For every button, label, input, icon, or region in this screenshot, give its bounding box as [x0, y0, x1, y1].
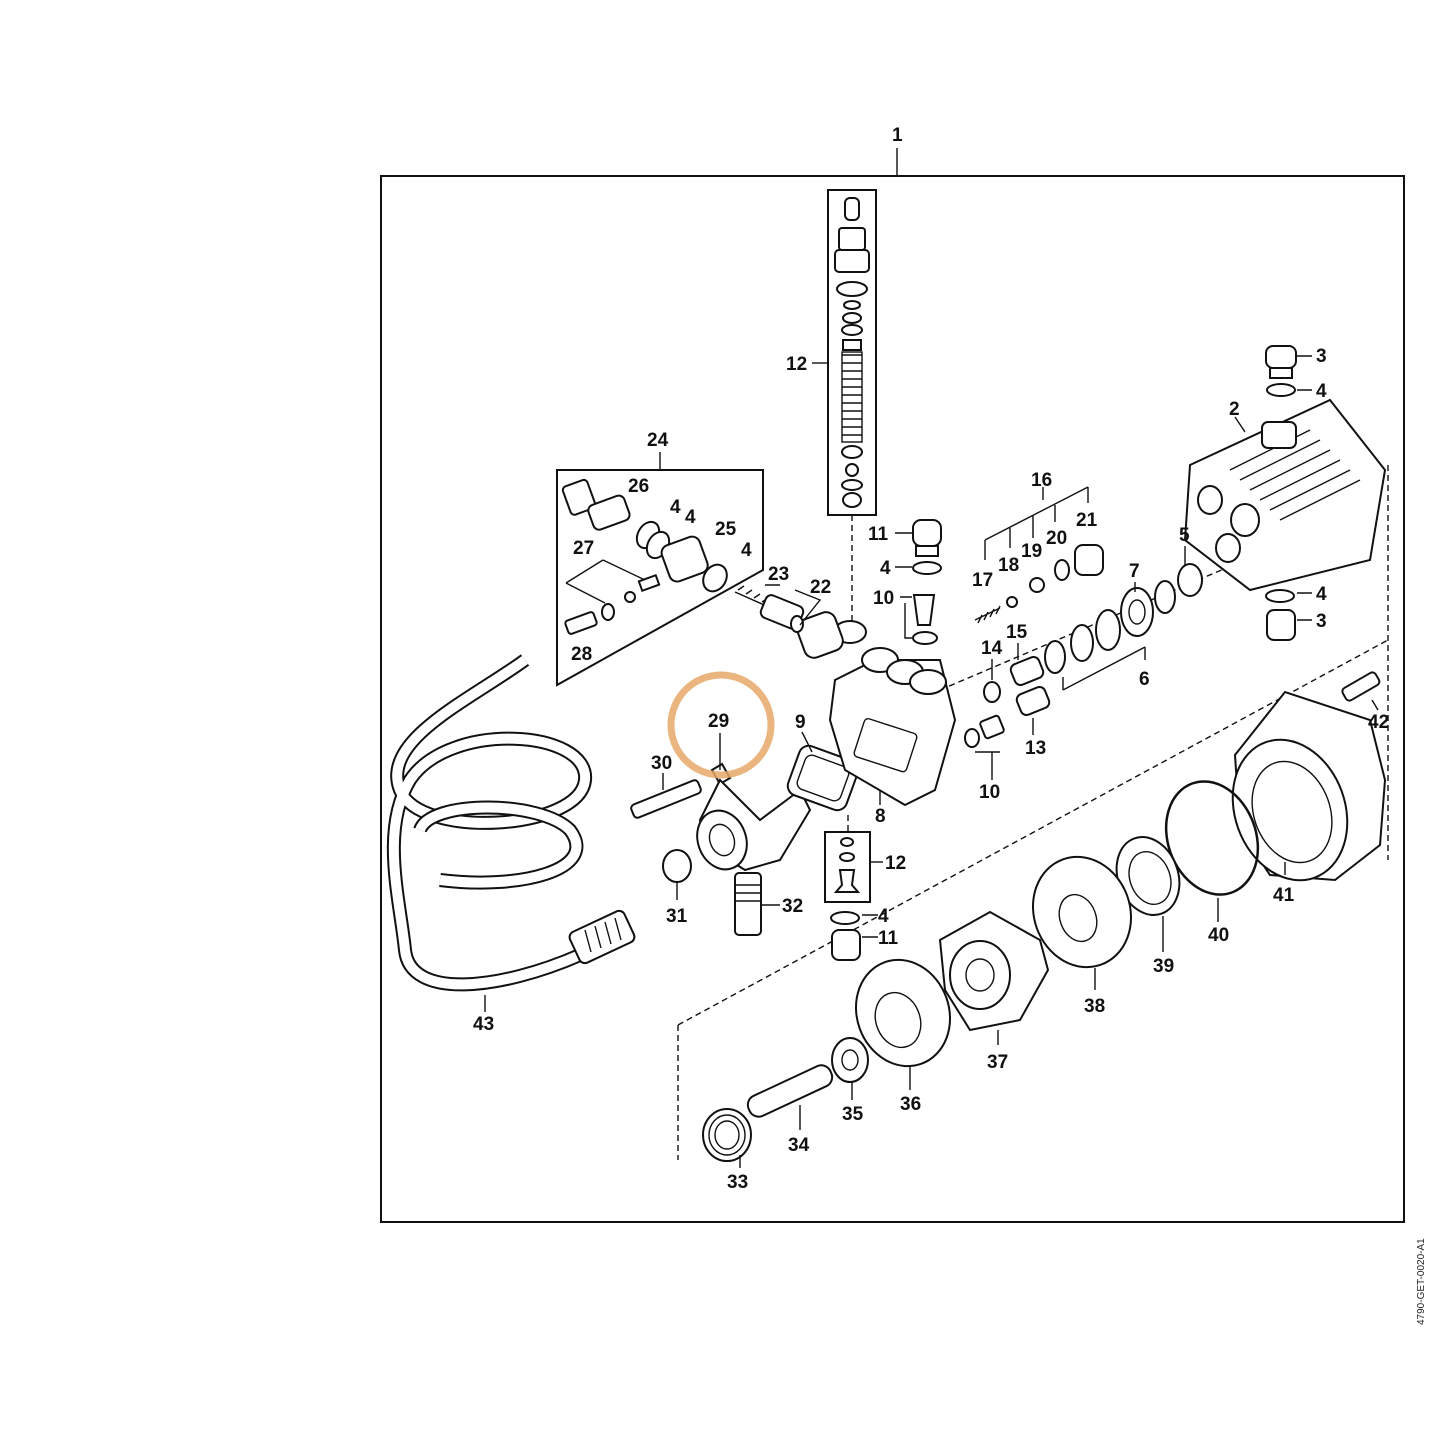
leaders-6: [1062, 646, 1146, 691]
label-35: 35: [842, 1104, 864, 1125]
spring-33: [702, 1108, 752, 1162]
plugs-3: [1265, 345, 1297, 641]
label-17: 17: [972, 570, 993, 591]
label-7: 7: [1129, 561, 1140, 582]
label-11-top: 11: [868, 524, 889, 545]
label-4-bottom-right: 4: [1316, 584, 1327, 605]
wobble-plate-37: [938, 910, 1050, 1032]
valve-12-bottom-parts: [830, 837, 861, 961]
callout-labels: 1 2 3 3 4 4 4 4 4 4 4 5 6 7 8 9 10 10 11…: [473, 125, 1389, 1193]
parts-13-15: [964, 655, 1051, 748]
seals-6: [1044, 580, 1176, 674]
label-4-group24-c: 4: [741, 540, 752, 561]
label-41: 41: [1273, 885, 1295, 906]
label-15: 15: [1006, 622, 1028, 643]
label-10-lower: 10: [979, 782, 1000, 803]
leader-10-lower: [975, 751, 1000, 780]
label-13: 13: [1025, 738, 1046, 759]
label-5: 5: [1179, 525, 1190, 546]
parts-29-32: [630, 762, 812, 936]
label-23: 23: [768, 564, 789, 585]
assembly-frame: [380, 175, 1405, 1223]
label-3-bottom: 3: [1316, 611, 1327, 632]
label-40: 40: [1208, 925, 1229, 946]
parts-24: [561, 478, 728, 635]
group-box-12-bottom: [824, 831, 871, 903]
seal-5: [1177, 563, 1203, 597]
leader-42: [1371, 699, 1379, 711]
label-38: 38: [1084, 996, 1105, 1017]
label-26: 26: [628, 476, 649, 497]
bearing-36: [854, 958, 952, 1068]
label-2: 2: [1229, 399, 1240, 420]
label-4-bottom: 4: [878, 906, 889, 927]
label-1: 1: [892, 125, 903, 146]
label-30: 30: [651, 753, 672, 774]
label-14: 14: [981, 638, 1003, 659]
label-42: 42: [1368, 712, 1389, 733]
leader-9: [801, 731, 813, 753]
label-16: 16: [1031, 470, 1052, 491]
pin-34: [746, 1064, 834, 1118]
plug-11-top: [912, 519, 942, 575]
label-6: 6: [1139, 669, 1150, 690]
label-9: 9: [795, 712, 806, 733]
washer-35: [831, 1037, 869, 1083]
manifold-8: [796, 611, 957, 807]
leaders-27: [565, 559, 646, 604]
label-4-group24-a: 4: [670, 497, 681, 518]
dashed-axis-pump: [939, 559, 1246, 691]
hose-43: [386, 654, 636, 992]
label-24: 24: [647, 430, 669, 451]
leaders-4-11-bottom: [862, 914, 878, 938]
label-36: 36: [900, 1094, 921, 1115]
label-37: 37: [987, 1052, 1008, 1073]
label-11-bottom: 11: [878, 928, 899, 949]
label-31: 31: [666, 906, 688, 927]
label-33: 33: [727, 1172, 748, 1193]
disc-38: [1031, 855, 1133, 969]
label-21: 21: [1076, 510, 1098, 531]
label-12-bottom: 12: [885, 853, 906, 874]
leader-2: [1234, 416, 1246, 433]
label-12-top: 12: [786, 354, 807, 375]
group-box-24: [556, 469, 764, 687]
label-8: 8: [875, 806, 886, 827]
label-22: 22: [810, 577, 831, 598]
label-32: 32: [782, 896, 803, 917]
label-20: 20: [1046, 528, 1067, 549]
pump-housing-2: [1183, 398, 1387, 592]
label-27: 27: [573, 538, 594, 559]
leaders-16: [984, 486, 1089, 560]
parts-22-23: [734, 585, 805, 633]
gasket-9: [786, 744, 860, 812]
label-34: 34: [788, 1135, 810, 1156]
leaders-22-23: [765, 584, 822, 626]
label-3-top: 3: [1316, 346, 1327, 367]
label-18: 18: [998, 555, 1019, 576]
leaders-3-4-right: [1297, 355, 1312, 621]
label-4-top-right: 4: [1316, 381, 1327, 402]
label-19: 19: [1021, 541, 1042, 562]
label-4-group24-b: 4: [685, 507, 696, 528]
leader-10-upper: [900, 596, 912, 639]
bearing-housing-41: [1231, 671, 1387, 882]
label-4-mid: 4: [880, 558, 891, 579]
label-10-upper: 10: [873, 588, 894, 609]
parts-16: [974, 544, 1104, 624]
valve-column-parts: [834, 197, 870, 508]
valve-10-upper: [912, 594, 938, 645]
document-code: 4790-GET-0020-A1: [1416, 1238, 1427, 1325]
label-39: 39: [1153, 956, 1174, 977]
highlight-29: [667, 671, 775, 779]
label-43: 43: [473, 1014, 494, 1035]
label-25: 25: [715, 519, 737, 540]
label-28: 28: [571, 644, 592, 665]
label-29: 29: [708, 711, 729, 732]
dashed-boundary-lower: [677, 639, 1389, 1160]
